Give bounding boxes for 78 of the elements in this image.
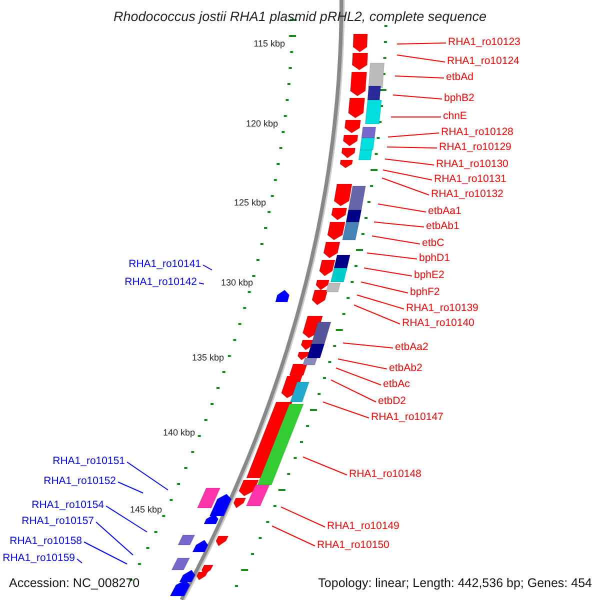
scale-label: 120 kbp [246,118,278,130]
gene-label: etbC [422,237,444,250]
leader-line [342,342,394,348]
gene-label: RHA1_ro10152 [44,475,116,488]
leader-line [126,462,168,490]
gene-label: RHA1_ro10129 [439,141,512,154]
leader-line [364,268,412,276]
gene-label: RHA1_ro10149 [327,520,400,533]
leader-line [330,380,376,402]
gene-label: RHA1_ro10132 [431,188,504,201]
scale-label: 115 kbp [254,38,285,50]
leader-line [382,178,430,196]
gene-label: chnE [443,110,467,123]
gene-label: RHA1_ro10158 [10,535,82,548]
gene-label: RHA1_ro10159 [2,552,75,565]
gene-label: RHA1_ro10131 [434,173,506,186]
leader-line [76,558,82,564]
gene-label: etbAa1 [428,205,462,218]
leader-line [386,146,438,148]
title: Rhodococcus jostii RHA1 plasmid pRHL2, complete sequence [112,9,488,24]
leader-line [202,264,212,270]
gene-label: RHA1_ro10150 [317,539,390,552]
leader-line [360,282,408,294]
leader-line [354,304,400,324]
gene-label: etbAb2 [389,362,422,375]
leader-line [96,522,134,556]
leader-line [396,42,446,44]
gene-label: etbAc [383,378,410,391]
leader-line [356,294,404,310]
leader-line [322,402,370,418]
leader-line [84,542,128,564]
footer-text: Topology: linear; Length: 442,536 bp; Genes: 454 [318,576,592,591]
gene-label: RHA1_ro10154 [32,499,104,512]
gene-label: etbAb1 [426,220,460,233]
leader-line [388,132,440,138]
leader-line [336,368,382,386]
leader-line [390,116,442,118]
gene-label: RHA1_ro10140 [402,317,474,330]
gene-label: etbD2 [378,395,406,408]
leader-line [378,204,426,212]
gene-label: RHA1_ro10128 [441,126,514,139]
leader-line [302,456,348,476]
scale-label: 145 kbp [130,504,162,516]
gene-label: RHA1_ro10142 [124,276,197,289]
leader-line [280,506,326,528]
gene-label: bphF2 [410,286,440,299]
gene-label: RHA1_ro10141 [128,258,201,271]
leader-line [338,358,388,370]
gene-label: RHA1_ro10123 [448,36,520,49]
gene-label: bphD1 [419,252,450,265]
gene-label: bphB2 [444,92,474,105]
leader-line [392,94,442,100]
scale-label: 130 kbp [220,278,253,288]
leader-line [198,282,204,284]
leader-line [396,54,446,62]
gene-label: bphE2 [414,269,444,282]
scale-label: 125 kbp [234,198,266,208]
leader-line [272,526,316,546]
gene-label: etbAd [446,71,474,84]
gene-label: RHA1_ro10124 [447,55,520,68]
gene-label: RHA1_ro10139 [406,302,478,315]
leader-line [118,482,144,494]
gene-label: RHA1_ro10148 [349,468,422,481]
leader-line [106,506,148,532]
leader-line [372,236,420,244]
gene-label: RHA1_ro10157 [22,515,94,528]
scale-label: 135 kbp [192,352,224,364]
gene-label: RHA1_ro10147 [371,411,444,424]
gene-label: etbAa2 [395,341,428,354]
gene-label: RHA1_ro10151 [52,455,125,468]
scale-label: 140 kbp [162,428,195,438]
gene-label: RHA1_ro10130 [436,158,508,171]
leader-line [366,252,418,260]
leader-line [374,222,424,228]
footer-text: Accession: NC_008270 [9,576,140,591]
leader-line [394,76,444,78]
leader-line [382,170,432,180]
leader-line [384,158,434,166]
